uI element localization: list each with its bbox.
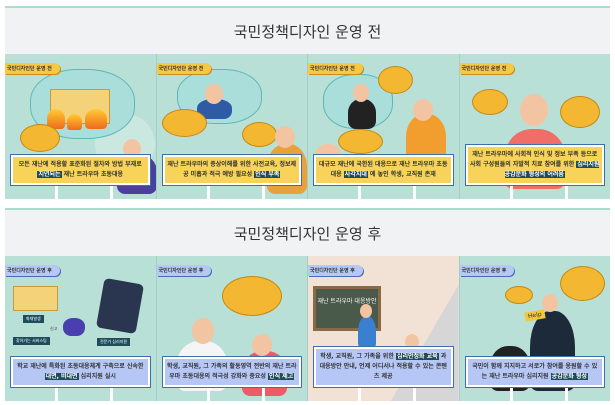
panel-tag: 국민디자인단 운영 후 xyxy=(156,265,212,276)
panel-tag: 국민디자인단 운영 전 xyxy=(5,63,60,74)
before-section: 국민정책디자인 운영 전 국민디자인단 운영 전 모든 재난에 적용할 표준화된… xyxy=(5,6,610,199)
panel-tag: 국민디자인단 운영 후 xyxy=(308,265,363,276)
panel-caption: 학교 재난에 특화된 초동대응체계 구축으로 신속한 대면, 비대면 심리지원 … xyxy=(10,356,151,388)
panel-tag: 국민디자인단 운영 후 xyxy=(5,265,60,276)
after-panel-3: 국민디자인단 운영 후 재난 트라우마 대응방안 학생, 교직원, 그 가족을 … xyxy=(308,256,460,401)
panel-caption: 학생, 교직원, 그 가족의 활동영역 전반의 재난 트라우마 초동대응의 적극… xyxy=(161,356,302,388)
panel-tag: 국민디자인단 운영 전 xyxy=(459,63,515,74)
after-section: 국민정책디자인 운영 후 국민디자인단 운영 후 화재발생 신고 전문가 심리지… xyxy=(5,208,610,401)
panel-caption: 재난 트라우마의 증상이해를 위한 사전교육, 정보제공 미흡과 적극 예방 필… xyxy=(161,154,302,186)
after-panel-2: 국민디자인단 운영 후 학생, 교직원, 그 가족의 활동영역 전반의 재난 트… xyxy=(156,256,308,401)
phone-illustration xyxy=(95,277,145,335)
expert-label: 전문가 심리지원 xyxy=(97,338,131,346)
after-panel-4: 국민디자인단 운영 후 Help 국민이 함께 지지하고 서로가 참여를 응원할… xyxy=(459,256,610,401)
before-panel-1: 국민디자인단 운영 전 모든 재난에 적용할 표준화된 절차와 방법 부재로 지… xyxy=(5,54,157,199)
panel-tag: 국민디자인단 운영 전 xyxy=(156,63,212,74)
panel-caption: 대규모 재난에 국한된 대응으로 재난 트라우마 초동대응 사각지대 에 놓인 … xyxy=(313,154,454,186)
section-title: 국민정책디자인 운영 전 xyxy=(5,6,610,54)
before-panel-4: 국민디자인단 운영 전 재난 트라우마에 사회적 인식 및 정보 부족 등으로 … xyxy=(459,54,610,199)
section-title: 국민정책디자인 운영 후 xyxy=(5,208,610,256)
report-label: 신고 xyxy=(50,326,58,331)
panel-tag: 국민디자인단 운영 전 xyxy=(308,63,363,74)
before-panel-3: 국민디자인단 운영 전 대규모 재난에 국한된 대응으로 재난 트라우마 초동대… xyxy=(308,54,460,199)
panel-tag: 국민디자인단 운영 후 xyxy=(459,265,515,276)
before-panel-2: 국민디자인단 운영 전 재난 트라우마의 증상이해를 위한 사전교육, 정보제공… xyxy=(156,54,308,199)
panel-caption: 학생, 교직원, 그 가족을 위한 심리안정화 교육 과 대응방안 안내, 언제… xyxy=(313,346,454,388)
fire-label: 화재발생 xyxy=(23,315,44,323)
panel-caption: 재난 트라우마에 사회적 인식 및 정보 부족 등으로 사회 구성원들의 자발적… xyxy=(464,144,605,186)
after-panel-1: 국민디자인단 운영 후 화재발생 신고 전문가 심리지원 찾아가는 서비스팀 학… xyxy=(5,256,157,401)
chalkboard: 재난 트라우마 대응방안 xyxy=(313,286,381,331)
panel-caption: 국민이 함께 지지하고 서로가 참여를 응원할 수 있는 재난 트라우마 심리지… xyxy=(464,356,605,388)
panel-caption: 모든 재난에 적용할 표준화된 절차와 방법 부재로 지연되는 재난 트라우마 … xyxy=(10,154,151,186)
service-label: 찾아가는 서비스팀 xyxy=(13,337,50,345)
